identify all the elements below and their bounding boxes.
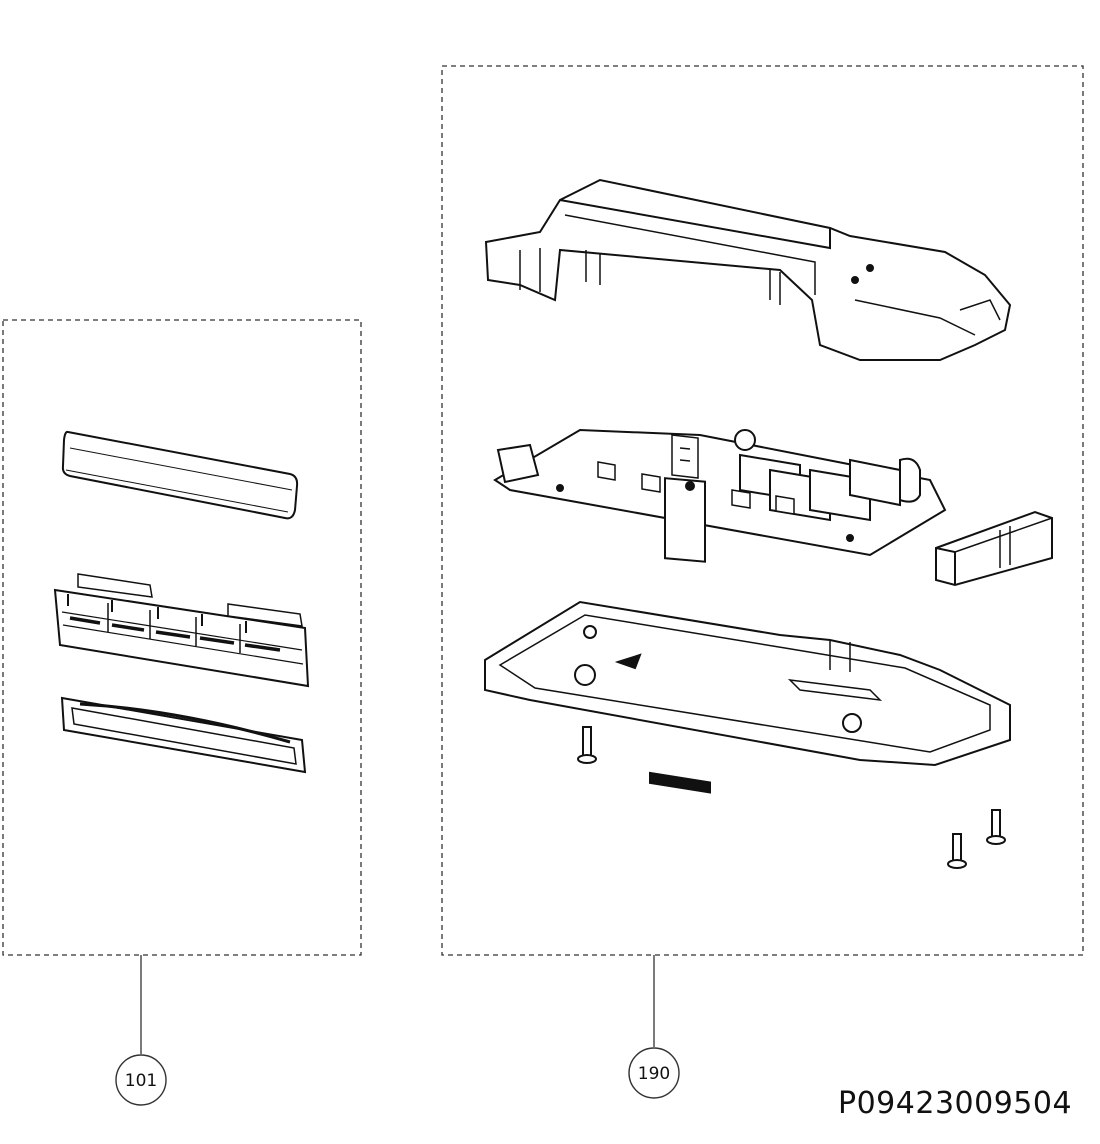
- button-assembly: [53, 573, 310, 688]
- screw-2: [947, 833, 967, 869]
- housing-cover: [484, 178, 1012, 361]
- group-190-callout: [628, 1047, 680, 1099]
- screw-3: [986, 809, 1006, 845]
- connector-block: [935, 510, 1053, 587]
- group-190-label: 190: [638, 1064, 670, 1084]
- part-number-code: P09423009504: [838, 1086, 1073, 1121]
- group-101: 101: [2, 319, 362, 1106]
- control-pcb: [493, 428, 947, 563]
- group-101-callout: [115, 1054, 167, 1106]
- group-101-label: 101: [125, 1071, 157, 1091]
- bezel-frame: [60, 696, 307, 774]
- cover-strip: [61, 430, 299, 520]
- base-tray: [484, 600, 1011, 794]
- screw-1: [577, 726, 597, 764]
- group-101-boundary: [2, 319, 362, 956]
- group-190: 190: [441, 65, 1084, 1099]
